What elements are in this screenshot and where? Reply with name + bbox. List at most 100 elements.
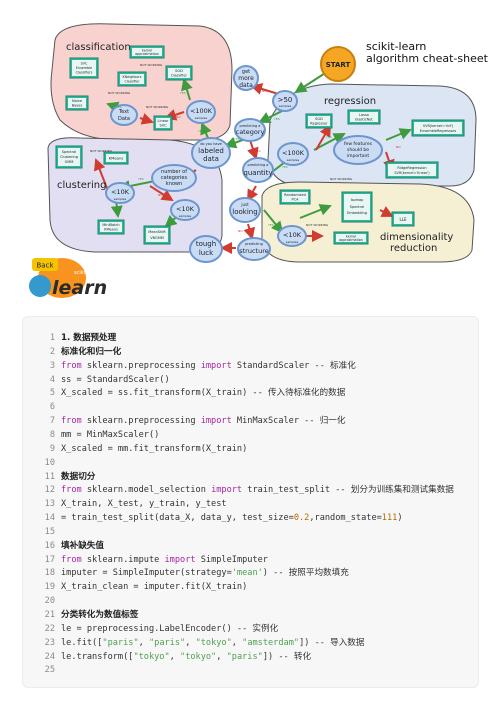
svg-text:predicting a: predicting a [248, 163, 269, 167]
code-token: sklearn.preprocessing [81, 360, 201, 371]
code-token: X_scaled = ss.fit_transform(X_train) -- … [61, 388, 346, 399]
line-number: 22 [44, 623, 55, 634]
edge-label-not-working: NOT WORKING [306, 223, 329, 227]
decision-node-lt10k-dimensionality: <10K samples [277, 225, 307, 247]
decision-node-gt50-samples: >50 samples [272, 90, 298, 112]
estimator-isomap-spectral-embedding: Isomap Spectral Embedding [341, 191, 373, 223]
edge-label-yes: YES [282, 165, 288, 169]
dimensionality-label-line2: reduction [390, 243, 437, 254]
code-token: "tokyo" [133, 651, 170, 662]
code-line: 10 [23, 456, 61, 470]
edge-labels: NO YES YES NO YES NOT WORKING NOT WORKIN… [90, 63, 401, 233]
code-line: 20 [23, 594, 61, 608]
svg-text:GMM: GMM [65, 160, 74, 164]
code-token: StandardScaler -- 标准化 [231, 360, 356, 371]
edge-label-yes: YES [326, 135, 332, 139]
decision-node-lt10k-clustering-a: <10K samples [105, 182, 135, 204]
estimator-ridge-svr-linear: RidgeRegression SVR(kernel='linear') [385, 161, 439, 179]
estimator-kneighbors-classifier: KNeighbors Classifier [117, 71, 147, 87]
code-line: 15 [23, 525, 61, 539]
code-token: X_train_clean = imputer.fit(X_train) [61, 582, 248, 593]
code-token: X_train, X_test, y_train, y_test [61, 499, 227, 510]
dimensionality-label-line1: dimensionality [380, 232, 453, 243]
edge-label-no: NO [396, 145, 401, 149]
code-token: ]) -- 转化 [262, 651, 312, 662]
code-token: 0.2 [293, 513, 310, 524]
code-token: import [200, 416, 232, 427]
line-number: 9 [49, 443, 55, 454]
classification-label: classification [66, 42, 131, 53]
svg-text:Classifiers: Classifiers [76, 71, 93, 75]
svg-text:Ensemble: Ensemble [76, 66, 92, 70]
svg-text:KNeighbors: KNeighbors [123, 75, 142, 79]
code-token: 分类转化为数值标签 [61, 610, 139, 620]
svg-text:KMeans: KMeans [104, 228, 118, 232]
line-number: 15 [44, 526, 55, 537]
svg-text:Text: Text [118, 109, 129, 115]
back-badge[interactable] [32, 258, 58, 271]
clustering-label: clustering [57, 180, 106, 191]
decision-node-lt10k-clustering-b: <10K samples [170, 199, 200, 221]
edge-label-not-working: NOT WORKING [108, 91, 131, 95]
svg-text:START: START [326, 61, 351, 69]
svg-text:known: known [166, 181, 182, 187]
code-line: 25 [23, 663, 61, 677]
code-line: 14= train_test_split(data_X, data_y, tes… [23, 511, 403, 525]
svg-text:Bayes: Bayes [72, 104, 83, 108]
estimator-kernel-approximation-dimensionality: kernel approximation [333, 231, 369, 245]
svg-text:samples: samples [287, 158, 300, 162]
svg-text:luck: luck [199, 249, 214, 257]
estimator-svr-rbf-ensemble: SVR(kernel='rbf') EnsembleRegressors [411, 119, 465, 137]
edge-label-no: NO [256, 149, 261, 153]
svg-text:KMeans: KMeans [109, 156, 124, 161]
svg-text:kernel: kernel [142, 49, 152, 53]
code-token: "amsterdam" [242, 637, 300, 648]
line-number: 2 [49, 346, 55, 357]
svg-text:Isomap: Isomap [351, 198, 365, 202]
svg-text:get: get [242, 69, 250, 75]
svg-text:samples: samples [286, 240, 299, 244]
code-line: 6 [23, 400, 61, 414]
svg-text:Classifier: Classifier [171, 74, 188, 78]
decision-node-text-data: Text Data [110, 104, 138, 126]
decision-node-more-data: get more data [233, 65, 259, 91]
decision-node-predicting-quantity: predicting a quantity [242, 157, 274, 183]
code-token: sklearn.model_selection [81, 485, 212, 496]
decision-node-few-features: few features should be important [333, 135, 383, 165]
back-badge-label: Back [37, 262, 55, 270]
decision-node-labeled-data: do you have labeled data [191, 137, 231, 169]
code-token: "paris" [148, 637, 186, 648]
line-number: 24 [44, 651, 55, 662]
decision-node-number-of-categories: number of categories known [151, 164, 197, 192]
code-token: le.fit([ [61, 637, 103, 648]
code-token: = train_test_split(data_X, data_y, test_… [61, 513, 294, 524]
logo-learn-text: learn [52, 277, 107, 299]
svg-text:categories: categories [161, 175, 188, 181]
estimator-sgd-regressor: SGD Regressor [305, 113, 333, 129]
code-token: 数据切分 [61, 471, 96, 482]
code-token: 标准化和归一化 [61, 346, 122, 357]
code-token: 111 [381, 513, 398, 524]
svg-text:<10K: <10K [111, 188, 130, 196]
estimator-naive-bayes: Naive Bayes [65, 95, 89, 111]
svg-text:SGD: SGD [175, 69, 183, 73]
code-token: , [216, 651, 227, 662]
edge-label-no: NO [262, 89, 267, 93]
code-token: import [164, 554, 196, 565]
svg-text:SGD: SGD [315, 117, 323, 121]
svg-text:PCA: PCA [292, 198, 300, 202]
svg-text:SVR(kernel='rbf'): SVR(kernel='rbf') [423, 124, 454, 128]
logo-blue-blob [29, 275, 51, 297]
svg-text:LLE: LLE [400, 217, 407, 222]
estimator-kernel-approximation-classification: kernel approximation [129, 45, 165, 59]
svg-text:Randomized: Randomized [284, 193, 306, 197]
svg-text:<100K: <100K [282, 149, 305, 157]
code-token: "tokyo" [180, 651, 217, 662]
